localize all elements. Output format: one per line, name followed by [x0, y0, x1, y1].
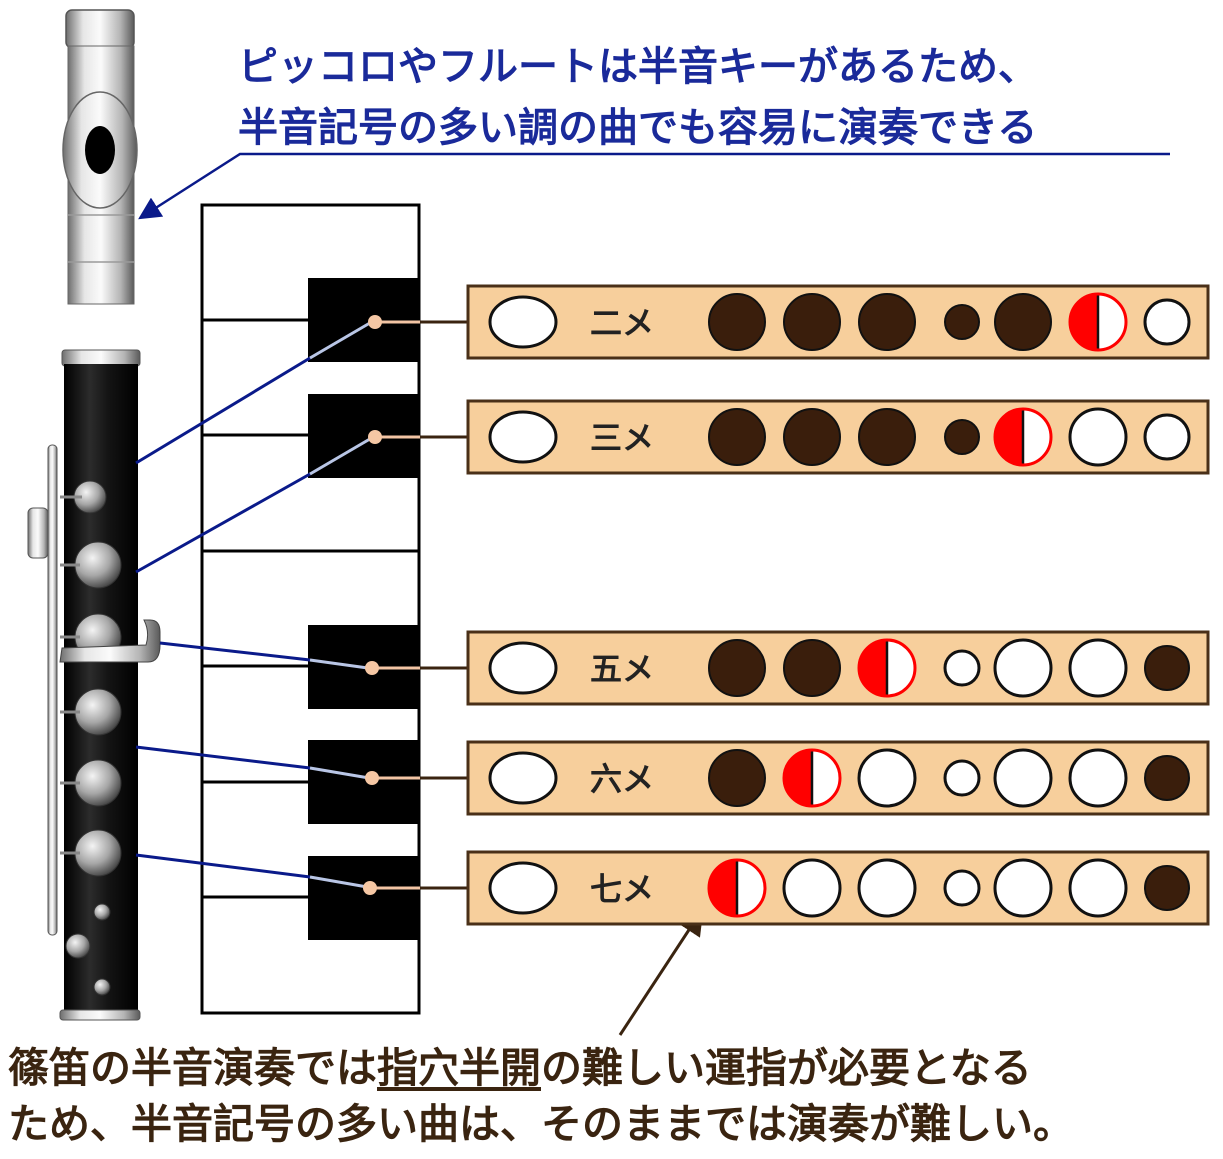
piccolo-illustration	[27, 9, 161, 1021]
finger-hole-open	[1068, 638, 1128, 698]
finger-hole-closed	[783, 639, 841, 697]
bottom-caption-underlined-term: 指穴半開	[377, 1044, 541, 1092]
finger-hole-open	[1068, 407, 1128, 467]
bottom-caption-line-1-before: 篠笛の半音演奏では	[8, 1044, 377, 1092]
fingering-label: 七メ	[590, 870, 654, 908]
finger-hole-open	[857, 748, 917, 808]
finger-hole-half	[993, 407, 1053, 467]
finger-hole-open	[943, 759, 981, 797]
key-dot	[368, 430, 382, 444]
finger-hole-open	[993, 748, 1053, 808]
blowing-hole	[488, 295, 558, 349]
finger-hole-closed	[708, 408, 766, 466]
key-dot	[363, 881, 377, 895]
fingering-label: 二メ	[590, 304, 654, 342]
piano-keyboard	[200, 203, 421, 1015]
finger-hole-closed	[1144, 865, 1190, 911]
finger-hole-closed	[708, 749, 766, 807]
finger-hole-open	[1068, 748, 1128, 808]
key-dot	[368, 315, 382, 329]
fingering-card: 五メ	[365, 630, 1210, 706]
finger-hole-open	[943, 869, 981, 907]
finger-hole-half	[1068, 292, 1128, 352]
finger-hole-closed	[708, 639, 766, 697]
finger-hole-closed	[944, 304, 980, 340]
fingering-card: 三メ	[368, 399, 1210, 475]
finger-hole-half	[782, 748, 842, 808]
blowing-hole	[488, 410, 558, 464]
finger-hole-closed	[944, 419, 980, 455]
bottom-caption-line-2: ため、半音記号の多い曲は、そのままでは演奏が難しい。	[8, 1100, 1074, 1148]
finger-hole-closed	[783, 408, 841, 466]
top-caption-line-1: ピッコロやフルートは半音キーがあるため、	[238, 43, 1038, 90]
finger-hole-open	[993, 638, 1053, 698]
finger-hole-half	[707, 858, 767, 918]
fingering-label: 五メ	[590, 650, 654, 688]
blowing-hole	[488, 641, 558, 695]
black-key	[308, 740, 419, 824]
fingering-label: 三メ	[590, 419, 654, 457]
blowing-hole	[488, 861, 558, 915]
finger-hole-closed	[994, 293, 1052, 351]
fingering-card: 二メ	[368, 284, 1210, 360]
finger-hole-half	[857, 638, 917, 698]
finger-hole-open	[993, 858, 1053, 918]
flute-key-lines	[135, 318, 376, 890]
piccolo-keys	[65, 480, 122, 996]
embouchure-hole	[85, 126, 115, 174]
finger-hole-closed	[783, 293, 841, 351]
black-key	[308, 856, 419, 940]
blowing-hole	[488, 751, 558, 805]
bottom-caption-line-1: 篠笛の半音演奏では指穴半開の難しい運指が必要となる	[8, 1048, 1032, 1089]
key-dot	[365, 661, 379, 675]
top-caption-line-2: 半音記号の多い調の曲でも容易に演奏できる	[238, 104, 1038, 151]
finger-hole-open	[1068, 858, 1128, 918]
bottom-caption-line-1-after: の難しい運指が必要となる	[541, 1044, 1032, 1092]
finger-hole-closed	[858, 408, 916, 466]
finger-hole-closed	[1144, 755, 1190, 801]
fingering-card: 六メ	[365, 740, 1210, 816]
finger-hole-closed	[708, 293, 766, 351]
top-caption-arrow	[138, 152, 1170, 220]
fingering-card: 七メ	[363, 850, 1210, 926]
finger-hole-open	[857, 858, 917, 918]
key-dot	[365, 771, 379, 785]
finger-hole-open	[1143, 298, 1191, 346]
finger-hole-open	[1143, 413, 1191, 461]
bottom-caption-arrow	[618, 907, 704, 1036]
finger-hole-open	[782, 858, 842, 918]
finger-hole-open	[943, 649, 981, 687]
piccolo-crown	[65, 9, 135, 49]
fingering-label: 六メ	[590, 760, 654, 798]
finger-hole-closed	[858, 293, 916, 351]
finger-hole-closed	[1144, 645, 1190, 691]
